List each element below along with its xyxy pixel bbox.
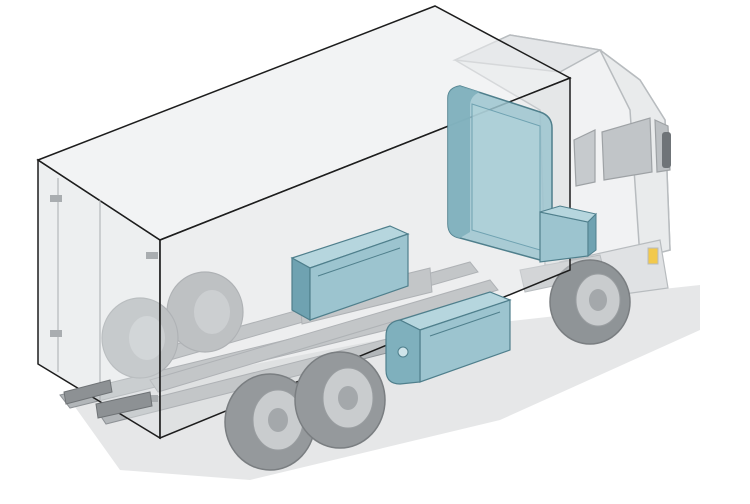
door-hinge bbox=[146, 252, 158, 259]
rear-wheels-near bbox=[224, 351, 386, 471]
door-hinge bbox=[50, 330, 62, 337]
side-tank bbox=[385, 291, 512, 385]
cab-windshield bbox=[601, 117, 653, 181]
cab-door-window bbox=[573, 129, 596, 187]
cab-mounted-tank bbox=[447, 85, 553, 262]
cab-base-box bbox=[539, 205, 597, 263]
rear-bumper bbox=[63, 379, 153, 419]
frame-mounted-box bbox=[290, 225, 410, 322]
mirror-icon bbox=[662, 132, 671, 168]
truck-cab bbox=[452, 34, 671, 301]
headlight-icon bbox=[647, 247, 659, 265]
front-wheel bbox=[549, 259, 631, 345]
door-hinge bbox=[50, 195, 62, 202]
door-hinge bbox=[146, 395, 158, 402]
